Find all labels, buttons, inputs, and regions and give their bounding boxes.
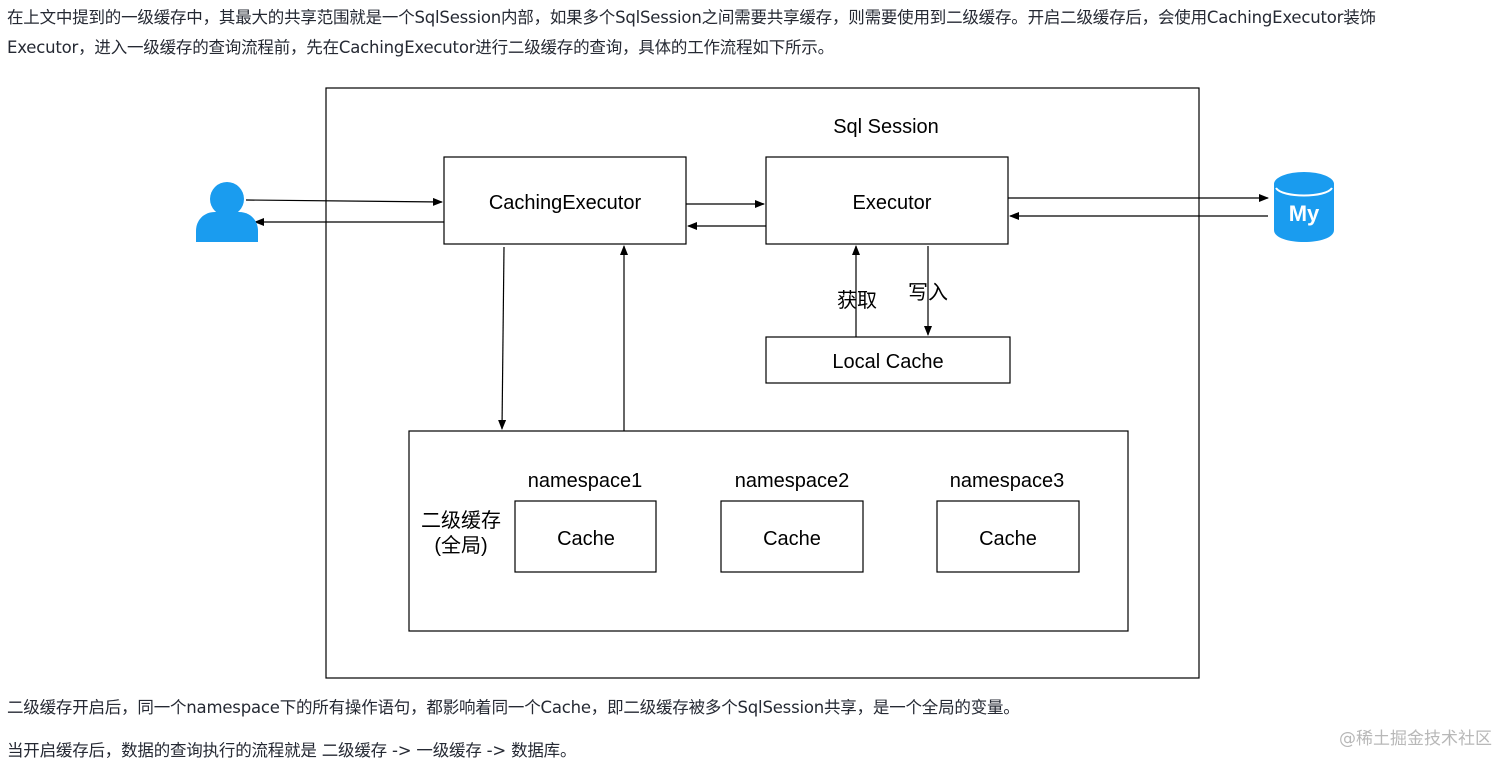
sql-session-frame [325,87,1200,679]
local-cache-label: Local Cache [832,351,943,373]
executor-box [765,156,1009,245]
intro-paragraph: 在上文中提到的一级缓存中，其最大的共享范围就是一个SqlSession内部，如果… [7,3,1376,63]
local-cache-box [765,336,1011,384]
paragraph-l2-shared: 二级缓存开启后，同一个namespace下的所有操作语句，都影响着同一个Cach… [7,698,1020,717]
namespace-label: namespace1 [528,470,643,492]
namespace-label: namespace3 [950,470,1065,492]
namespace-label: namespace2 [735,470,850,492]
arrow-caching-to-l2 [498,246,507,430]
caching-executor-label: CachingExecutor [489,192,642,214]
namespace-cache-box [720,500,864,573]
caching-executor-box [443,156,687,245]
user-icon [196,182,258,242]
namespace-cache-box [514,500,657,573]
sql-session-label: Sql Session [833,116,939,138]
namespace-cache-box [936,500,1080,573]
watermark: @稀土掘金技术社区 [1339,729,1492,749]
l2-label-line-2: (全局) [434,534,487,557]
executor-label: Executor [853,192,932,214]
l2-label-line-1: 二级缓存 [421,509,501,532]
write-label: 写入 [908,282,948,304]
intro-line-2: Executor，进入一级缓存的查询流程前，先在CachingExecutor进… [7,38,834,57]
paragraph-query-flow: 当开启缓存后，数据的查询执行的流程就是 二级缓存 -> 一级缓存 -> 数据库。 [7,741,577,760]
namespace-cache-label: Cache [979,528,1037,550]
arrow-user-to-caching [245,197,443,206]
namespace-cache-label: Cache [557,528,615,550]
get-label: 获取 [837,289,877,312]
intro-line-1: 在上文中提到的一级缓存中，其最大的共享范围就是一个SqlSession内部，如果… [7,8,1376,27]
mysql-database-icon: My [1274,172,1334,242]
namespace-cache-label: Cache [763,528,821,550]
db-icon-text: My [1289,201,1320,226]
